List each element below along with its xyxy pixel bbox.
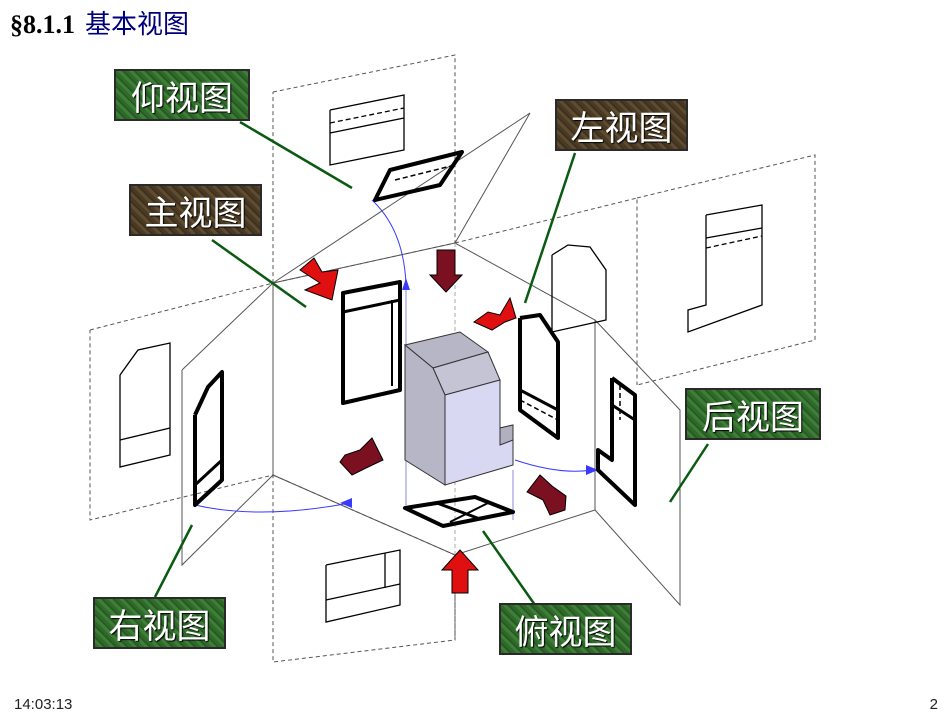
- arrow-bottom-up-icon: [440, 549, 480, 594]
- leader-left-view: [523, 152, 577, 304]
- label-bottom-view: 仰视图: [114, 69, 250, 121]
- front-view-folded: [341, 280, 402, 405]
- label-front-view: 主视图: [129, 184, 262, 236]
- arrow-top-down-icon: [428, 249, 464, 293]
- arc-left-arrowhead: [340, 498, 352, 508]
- front-plane: [272, 242, 596, 556]
- back-view-folded: [596, 376, 637, 507]
- label-left-view: 左视图: [555, 99, 688, 151]
- arrow-front-icon: [299, 257, 339, 301]
- arc-left: [194, 502, 351, 513]
- left-view-plane-drawing: [551, 244, 607, 333]
- right-view-folded: [193, 370, 224, 507]
- arrow-left-view-icon: [472, 296, 517, 331]
- footer-time: 14:03:13: [14, 696, 73, 713]
- arrow-back-view-icon: [526, 474, 567, 516]
- back-view-plane: [594, 319, 681, 607]
- solid-block: [403, 331, 514, 486]
- leader-front-view: [211, 238, 307, 309]
- left-view-folded: [518, 313, 560, 440]
- arc-top: [371, 199, 407, 286]
- leader-right-view: [153, 524, 194, 598]
- top-view-plane-drawing: [325, 549, 401, 623]
- arc-right: [514, 459, 593, 472]
- label-back-view: 后视图: [685, 388, 821, 440]
- label-right-view: 右视图: [93, 597, 226, 649]
- bottom-view-plane: [272, 112, 531, 284]
- arrow-right-view-icon: [339, 437, 384, 476]
- leader-back-view: [668, 443, 710, 503]
- page-number: 2: [929, 696, 938, 713]
- leader-top-view: [481, 530, 537, 606]
- back-plane-dashed: [636, 154, 816, 386]
- bottom-view-folded: [373, 150, 464, 202]
- section-number: §8.1.1: [10, 10, 75, 39]
- page-title: §8.1.1 基本视图: [10, 4, 189, 41]
- top-view-folded: [403, 495, 515, 528]
- section-title: 基本视图: [85, 10, 190, 40]
- arc-top-arrowhead: [402, 278, 410, 290]
- label-top-view: 俯视图: [499, 603, 632, 655]
- left-profile-drawing: [119, 342, 171, 468]
- bottom-view-drawing: [329, 94, 405, 166]
- leader-bottom-view: [239, 120, 353, 190]
- arc-right-arrowhead: [586, 465, 598, 475]
- back-view-plane-drawing: [687, 204, 763, 333]
